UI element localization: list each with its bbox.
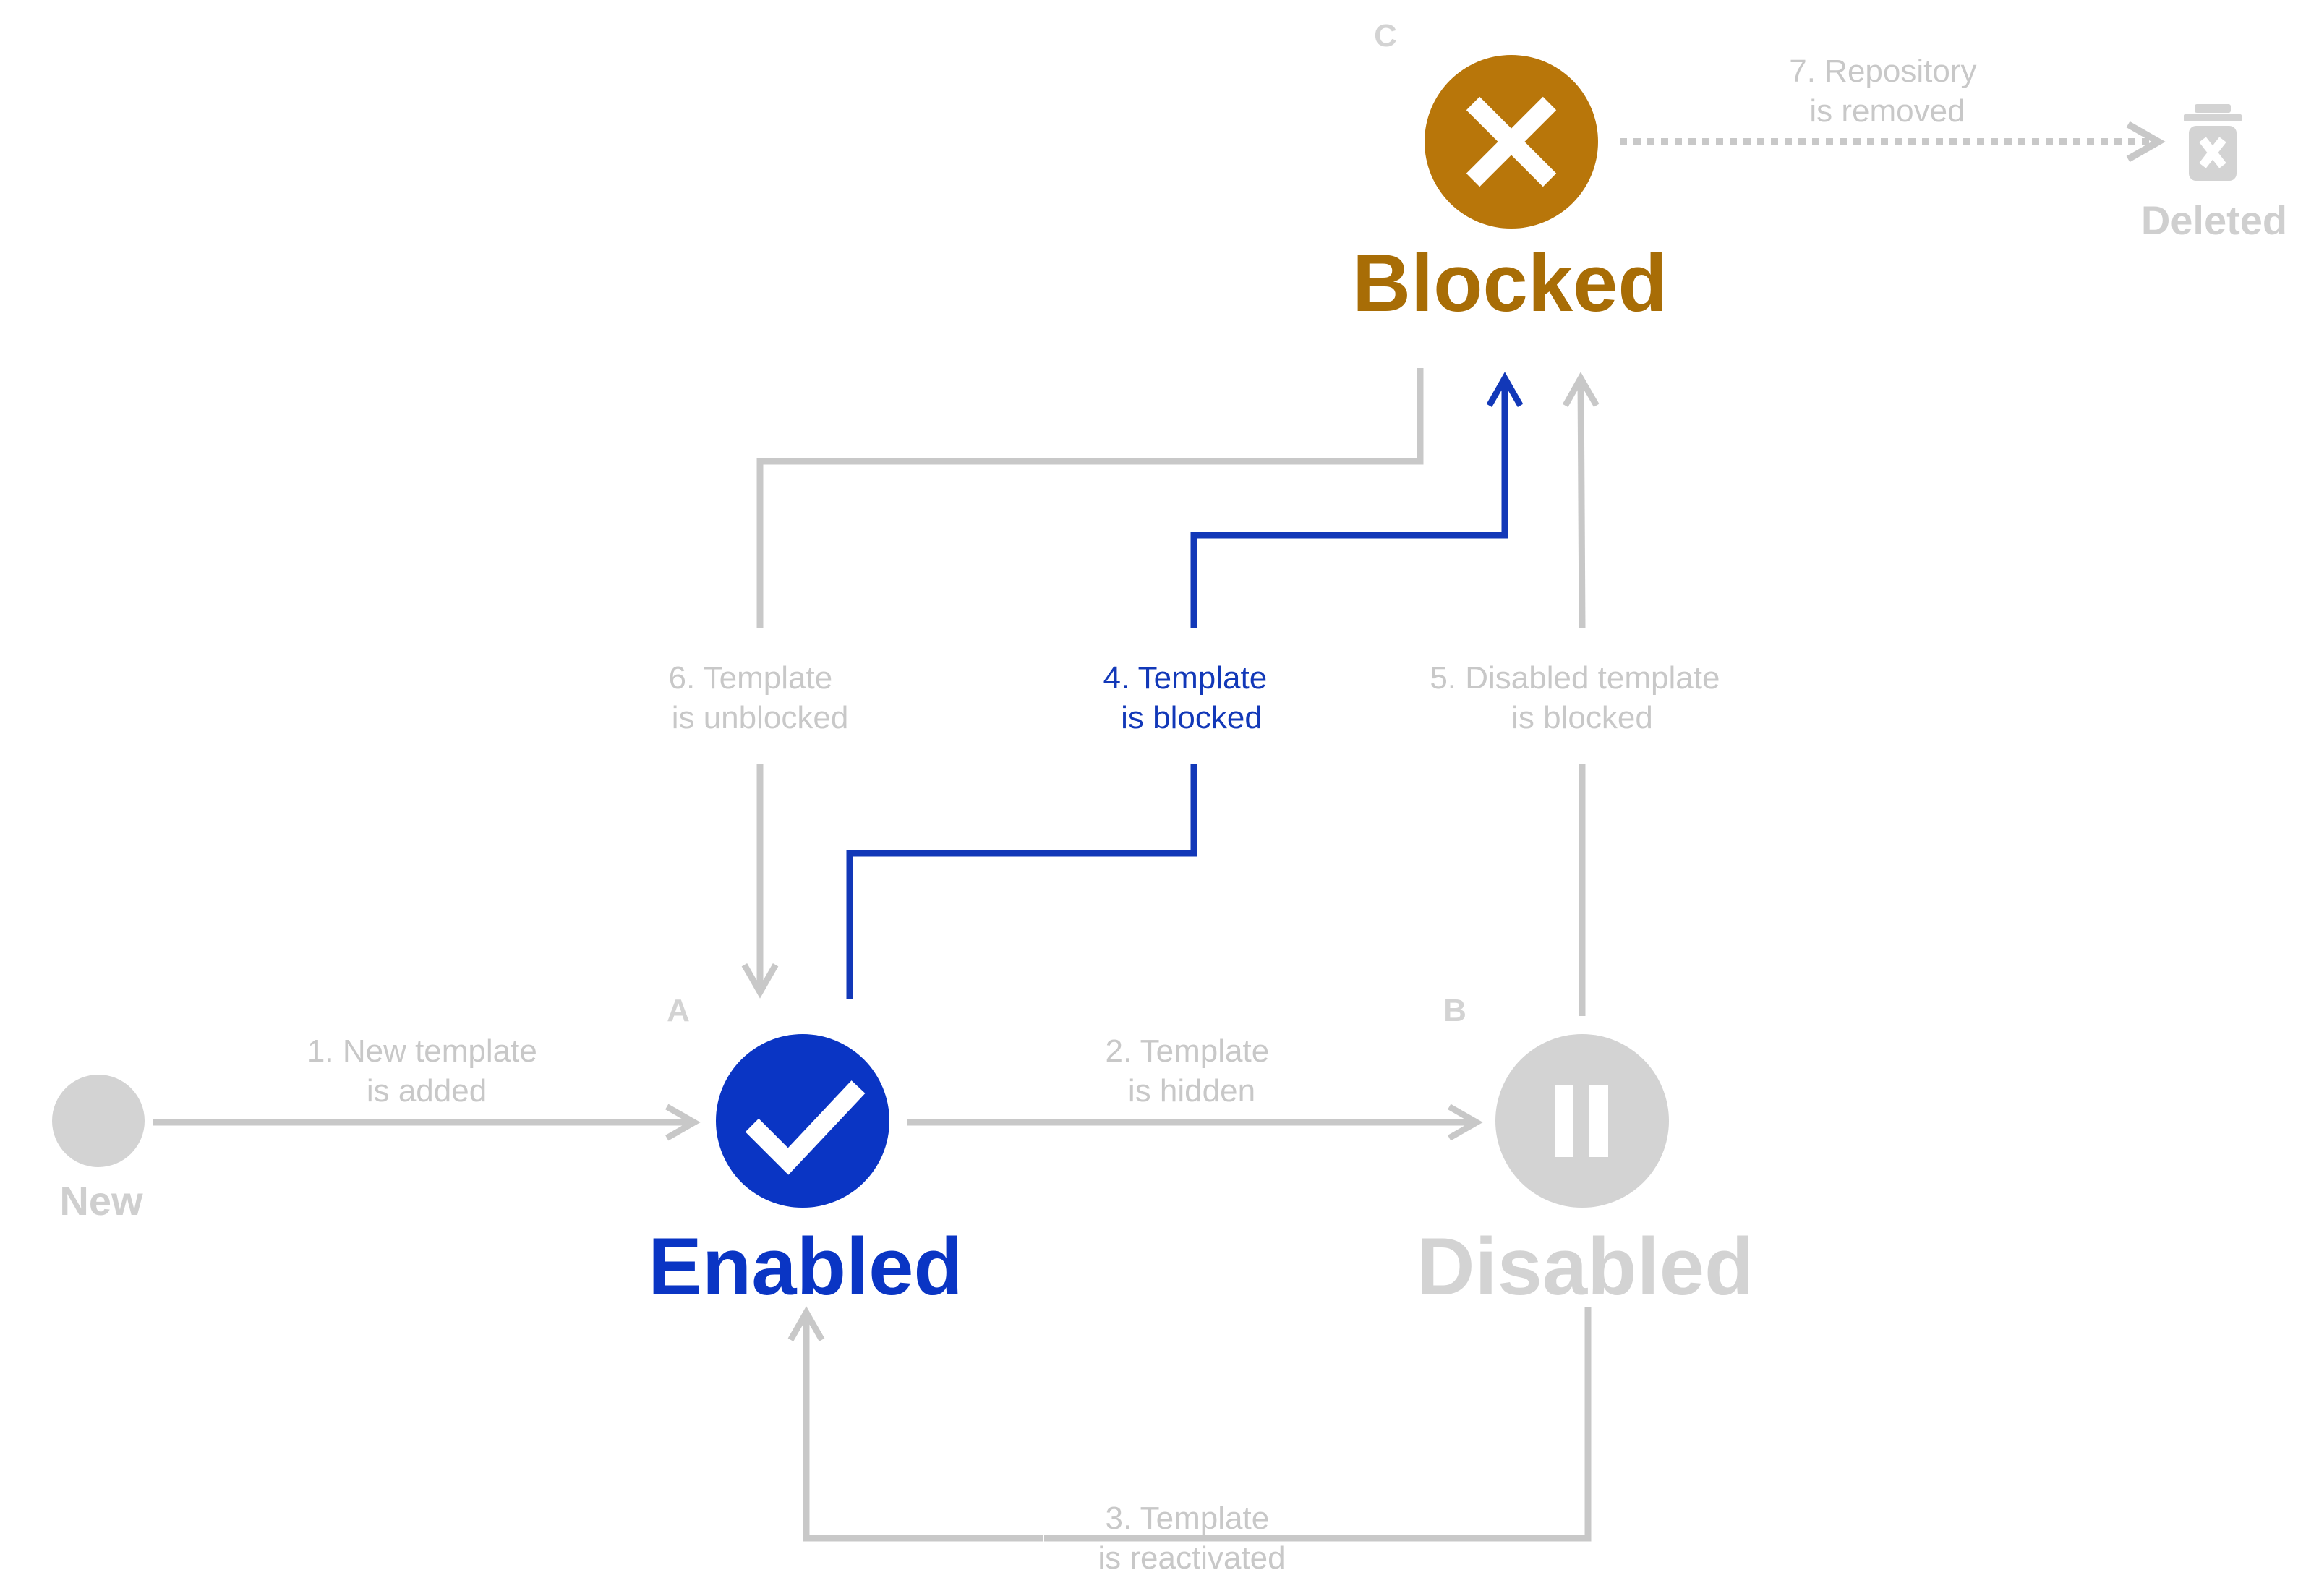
label-t3: 3. Template is reactivated <box>1098 1501 1285 1576</box>
state-enabled-letter: A <box>667 993 690 1028</box>
label-t1-line2: is added <box>367 1073 487 1109</box>
state-enabled-circle <box>716 1034 889 1208</box>
x-icon <box>1466 96 1557 187</box>
state-disabled-circle <box>1495 1034 1669 1208</box>
label-t7-line1: 7. Repository <box>1789 54 1976 89</box>
trash-icon <box>2184 104 2242 181</box>
edge-disabled-to-enabled-arrow <box>787 1306 1043 1542</box>
circle-icon <box>52 1075 145 1167</box>
label-t1: 1. New template is added <box>307 1033 546 1109</box>
check-icon <box>745 1080 866 1175</box>
edge-disabled-to-enabled <box>1044 1307 1592 1542</box>
state-enabled: A Enabled <box>648 993 963 1312</box>
label-t5-line2: is blocked <box>1511 700 1653 735</box>
state-new: New <box>52 1075 145 1224</box>
edge-enabled-to-blocked <box>846 764 1197 999</box>
label-t5: 5. Disabled template is blocked <box>1430 660 1728 735</box>
edge-enabled-to-blocked-arrow <box>1190 372 1524 628</box>
label-t2-line1: 2. Template <box>1106 1033 1270 1069</box>
state-deleted: Deleted <box>2141 104 2287 243</box>
state-enabled-label: Enabled <box>648 1221 963 1312</box>
state-blocked-letter: C <box>1374 18 1397 54</box>
label-t1-line1: 1. New template <box>307 1033 537 1069</box>
label-t3-line1: 3. Template <box>1106 1501 1270 1536</box>
label-t4: 4. Template is blocked <box>1103 660 1276 735</box>
label-t6-line1: 6. Template <box>669 660 833 696</box>
label-t6-line2: is unblocked <box>672 700 849 735</box>
label-t4-line2: is blocked <box>1121 700 1263 735</box>
pause-icon <box>1555 1085 1608 1157</box>
label-t2: 2. Template is hidden <box>1106 1033 1278 1109</box>
label-t6: 6. Template is unblocked <box>669 660 849 735</box>
edge-blocked-to-enabled <box>756 368 1424 628</box>
state-disabled-letter: B <box>1443 993 1466 1028</box>
state-disabled-label: Disabled <box>1417 1221 1754 1312</box>
state-new-label: New <box>59 1178 143 1224</box>
state-blocked-label: Blocked <box>1352 238 1667 328</box>
label-t7-line2: is removed <box>1809 93 1965 129</box>
label-t3-line2: is reactivated <box>1098 1540 1285 1576</box>
label-t5-line1: 5. Disabled template <box>1430 660 1720 696</box>
label-t7: 7. Repository is removed <box>1789 54 1985 129</box>
state-deleted-label: Deleted <box>2141 197 2287 243</box>
state-disabled: B Disabled <box>1417 993 1754 1312</box>
edge-disabled-to-blocked-arrow <box>1562 372 1600 628</box>
state-blocked: C Blocked <box>1352 18 1667 328</box>
label-t4-line1: 4. Template <box>1103 660 1268 696</box>
label-t2-line2: is hidden <box>1128 1073 1255 1109</box>
